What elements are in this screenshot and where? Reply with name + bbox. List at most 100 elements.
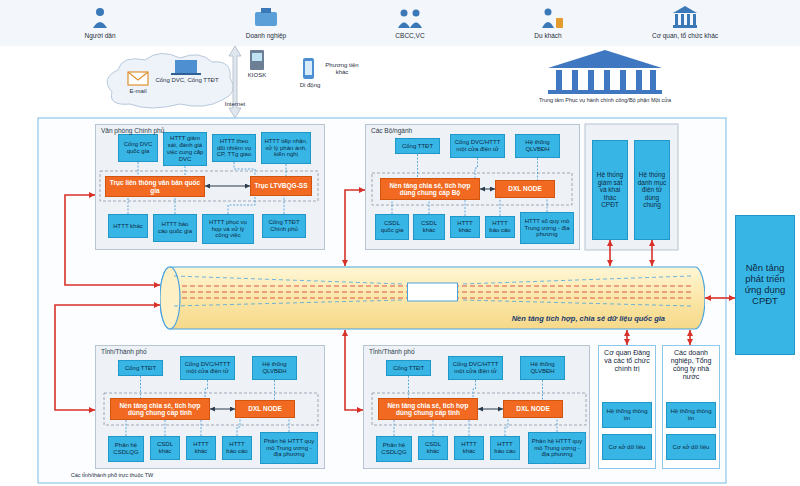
box-text: Cổng TTĐT	[402, 143, 433, 150]
system-box: Hệ thống QLVBĐH	[520, 356, 565, 380]
box-text: Hệ thống QLVBĐH	[523, 361, 562, 375]
staff-icon	[401, 10, 408, 17]
free-label: Các tỉnh/thành phố trực thuộc TW	[42, 472, 182, 478]
data-pipe: Nền tảng tích hợp, chia sẻ dữ liệu quốc …	[160, 266, 705, 330]
building-column	[636, 70, 642, 90]
free-label: Du khách	[518, 32, 578, 39]
pipe-flow-line	[463, 276, 692, 284]
phone-icon	[305, 61, 312, 75]
box-text: HTTT khác	[113, 223, 143, 230]
system-box: Hệ thống thông tin	[666, 402, 716, 428]
link-line	[138, 162, 139, 176]
platform-bar: Trục LTVBQG-SS	[250, 176, 312, 196]
box-text: DXL NODE	[516, 405, 549, 412]
free-label: Doanh nghiệp	[236, 32, 296, 39]
link-line	[185, 166, 186, 176]
panel-fill	[365, 124, 580, 250]
building-base	[548, 90, 662, 94]
shared-system-box: Hệ thống giám sát và khai thác CPĐT	[592, 140, 628, 240]
box-text: Hệ thống danh mục điện tử dùng chung	[637, 171, 667, 208]
link-line	[175, 197, 176, 214]
building-column	[604, 70, 610, 90]
building-column	[556, 70, 562, 90]
org-panel: Tỉnh/Thành phốCổng TTĐTCổng DVC/HTTT một…	[95, 345, 325, 469]
box-text: Trục liên thông văn bản quốc gia	[109, 179, 201, 194]
institution-icon	[673, 25, 697, 28]
one-stop-building	[548, 50, 662, 94]
tourist-icon	[542, 22, 554, 28]
box-text: HTTT báo cáo	[493, 441, 517, 455]
link-line	[557, 418, 558, 432]
box-text: HTTT giám sát, đánh giá việc cung cấp DV…	[166, 135, 204, 163]
panel-heading: Tỉnh/Thành phố	[369, 348, 584, 355]
system-box: Phân hệ CSDLQG	[376, 436, 412, 462]
link-line	[284, 196, 285, 214]
system-box: HTTT khác	[450, 216, 480, 238]
bus-frame	[100, 171, 318, 201]
system-box: Cổng DVC quốc gia	[118, 134, 158, 162]
system-box: HTTT báo cáo	[485, 216, 515, 238]
system-box: HTTT báo cáo quốc gia	[153, 214, 197, 242]
institution-icon	[693, 14, 696, 25]
tourist-icon	[556, 18, 563, 28]
network-cloud	[107, 53, 233, 108]
box-text: CSDL quốc gia	[378, 220, 406, 234]
box-text: Nền tảng tích hợp, chia sẻ dữ liệu quốc …	[512, 315, 665, 324]
staff-icon	[413, 10, 420, 17]
system-box: Cổng DVC/HTTT một cửa điện tử	[180, 356, 235, 380]
phone-icon	[303, 58, 314, 79]
box-text: Phân hệ CSDLQG	[379, 442, 409, 456]
panel-heading: Các Bộ/ngành	[371, 127, 574, 134]
box-text: Phân hệ CSDLQG	[111, 442, 141, 456]
panel-fill	[95, 124, 325, 250]
system-box: Cổng TTĐT	[118, 360, 163, 376]
box-text: HTTT theo dõi nhiệm vụ CP, TTg giao	[215, 138, 253, 159]
org-panel: Tỉnh/Thành phốCổng TTĐTCổng DVC/HTTT một…	[363, 345, 590, 469]
data-flow-arrow	[55, 305, 160, 410]
box-text: Cổng DVC/HTTT một cửa điện tử	[183, 361, 232, 375]
data-flow-arrow	[205, 186, 250, 187]
box-text: Hệ thống giám sát và khai thác CPĐT	[595, 171, 625, 208]
platform-bar: DXL NODE	[495, 180, 555, 198]
access-arrow	[229, 46, 241, 118]
panel-heading: Cơ quan Đảng và các tổ chức chính trị	[601, 349, 653, 373]
data-flow-arrow	[705, 297, 735, 299]
business-icon	[261, 8, 271, 13]
box-text: HTTT khác	[457, 441, 481, 455]
data-flow-arrow	[345, 190, 365, 266]
box-text: CSDL khác	[421, 441, 445, 455]
link-line	[475, 158, 478, 178]
external-panel: Các doanh nghiệp, Tổng công ty nhà nướcH…	[662, 345, 720, 469]
system-box: Cơ sở dữ liệu	[602, 434, 652, 460]
system-box: HTTT giám sát, đánh giá việc cung cấp DV…	[163, 132, 207, 166]
link-line	[465, 200, 466, 216]
data-flow-arrow	[65, 195, 160, 285]
box-text: Cổng DVC quốc gia	[121, 141, 155, 155]
box-text: HTTT tiếp nhận, xử lý phản ánh, kiến ngh…	[264, 138, 308, 159]
panel-heading: Văn phòng Chính phủ	[101, 127, 319, 134]
institution-icon	[675, 14, 678, 25]
building-column	[572, 70, 578, 90]
system-box: HTTT tiếp nhận, xử lý phản ánh, kiến ngh…	[261, 132, 311, 164]
tourist-icon	[545, 9, 552, 16]
link-line	[500, 198, 501, 216]
data-flow-arrow	[626, 330, 628, 345]
org-panel: Các Bộ/ngànhCổng TTĐTCổng DVC/HTTT một c…	[365, 124, 580, 250]
bus-frame	[104, 393, 318, 425]
platform-bar: DXL NODE	[503, 400, 563, 418]
free-label: Di động	[289, 82, 331, 89]
system-box: Cơ sở dữ liệu	[666, 434, 716, 460]
email-icon	[128, 72, 148, 80]
panel-fill	[95, 345, 325, 469]
box-text: Cơ sở dữ liệu	[673, 444, 710, 451]
system-box: Cổng TTĐT Chính phủ	[262, 214, 306, 238]
box-text: Cổng TTĐT	[393, 365, 424, 372]
system-box: Hệ thống thông tin	[602, 402, 652, 428]
building-column	[650, 70, 656, 90]
system-box: HTTT khác	[454, 436, 484, 460]
free-label: CBCC,VC	[380, 32, 440, 39]
data-flow-arrow	[609, 240, 611, 266]
user-icons	[93, 6, 697, 28]
system-box: Hệ thống QLVBĐH	[515, 134, 560, 158]
bus-frame	[372, 173, 572, 205]
